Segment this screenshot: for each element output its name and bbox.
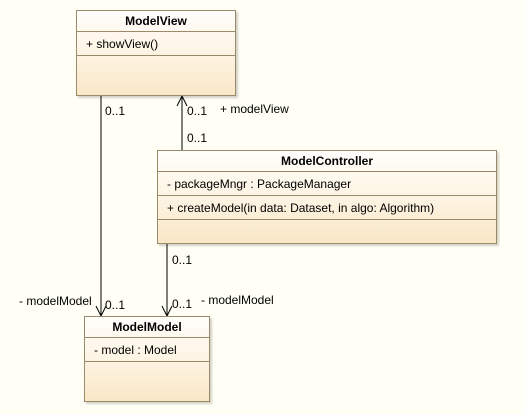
- class-name: ModelView: [77, 11, 235, 32]
- class-name: ModelController: [158, 151, 496, 172]
- class-model-controller[interactable]: ModelController - packageMngr : PackageM…: [157, 150, 497, 244]
- operation-item: + showView(): [86, 37, 159, 51]
- empty-compartment: [77, 56, 235, 95]
- multiplicity-label: 0..1: [105, 298, 126, 312]
- empty-compartment: [85, 362, 209, 401]
- class-model-view[interactable]: ModelView + showView(): [76, 10, 236, 96]
- attributes-compartment: - model : Model: [85, 338, 209, 362]
- operations-compartment: + showView(): [77, 32, 235, 56]
- multiplicity-label: 0..1: [172, 297, 193, 311]
- multiplicity-label: 0..1: [187, 104, 208, 118]
- multiplicity-label: 0..1: [187, 131, 208, 145]
- operation-item: + createModel(in data: Dataset, in algo:…: [167, 201, 435, 215]
- empty-compartment: [158, 220, 496, 243]
- attribute-item: - model : Model: [94, 343, 177, 357]
- role-label: - modelModel: [201, 293, 274, 307]
- class-name: ModelModel: [85, 317, 209, 338]
- attribute-item: - packageMngr : PackageManager: [167, 177, 352, 191]
- operations-compartment: + createModel(in data: Dataset, in algo:…: [158, 196, 496, 220]
- multiplicity-label: 0..1: [172, 253, 193, 267]
- role-label: - modelModel: [19, 294, 92, 308]
- multiplicity-label: 0..1: [105, 104, 126, 118]
- role-label: + modelView: [220, 102, 289, 116]
- class-model-model[interactable]: ModelModel - model : Model: [84, 316, 210, 402]
- attributes-compartment: - packageMngr : PackageManager: [158, 172, 496, 196]
- arrowhead-controller-to-view: [176, 94, 188, 107]
